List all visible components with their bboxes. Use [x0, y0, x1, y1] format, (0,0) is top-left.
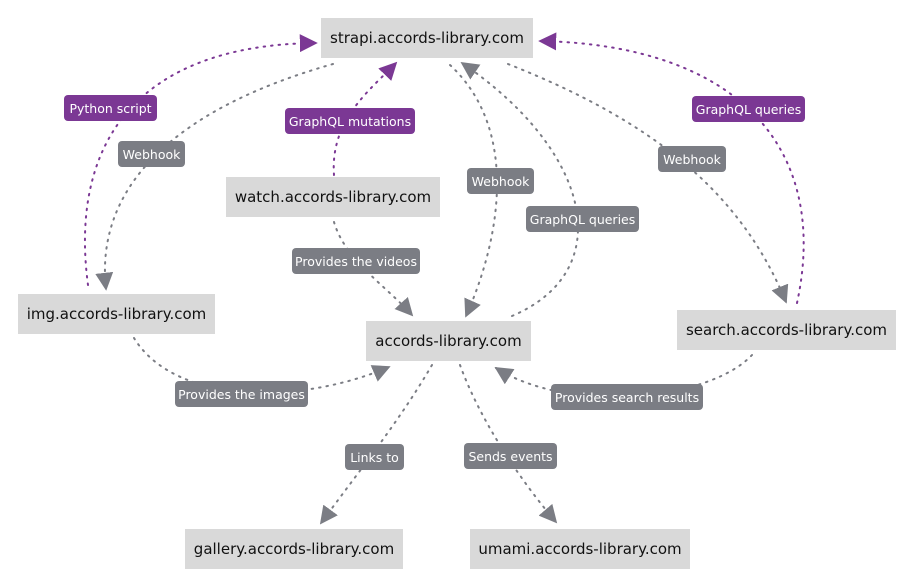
node-search: search.accords-library.com: [677, 310, 896, 350]
edge-label-links-to: Links to: [345, 444, 404, 470]
edge-label-provides-videos: Provides the videos: [292, 248, 420, 274]
edge-links-to: [319, 364, 433, 525]
edge-label-webhook-search: Webhook: [658, 146, 726, 172]
edge-label-webhook-img: Webhook: [118, 141, 185, 167]
edge-sends-events: [459, 364, 558, 524]
node-strapi: strapi.accords-library.com: [321, 18, 533, 58]
edge-graphql-queries-search: [538, 32, 805, 304]
node-watch: watch.accords-library.com: [226, 177, 440, 217]
edge-label-provides-images: Provides the images: [175, 381, 308, 407]
node-umami: umami.accords-library.com: [470, 529, 690, 569]
edge-label-webhook-main: Webhook: [467, 168, 534, 194]
edge-label-graphql-mutations: GraphQL mutations: [285, 108, 415, 134]
node-gallery: gallery.accords-library.com: [185, 529, 403, 569]
node-img: img.accords-library.com: [18, 294, 215, 334]
edge-label-provides-search: Provides search results: [551, 384, 703, 410]
edge-graphql-mutations: [332, 61, 398, 176]
edge-label-graphql-queries-search: GraphQL queries: [692, 96, 805, 122]
edge-label-sends-events: Sends events: [464, 443, 557, 469]
node-main: accords-library.com: [366, 321, 531, 361]
edge-label-python-script: Python script: [64, 95, 157, 121]
edge-webhook-search: [507, 63, 789, 304]
edge-label-graphql-queries-main: GraphQL queries: [526, 206, 639, 232]
